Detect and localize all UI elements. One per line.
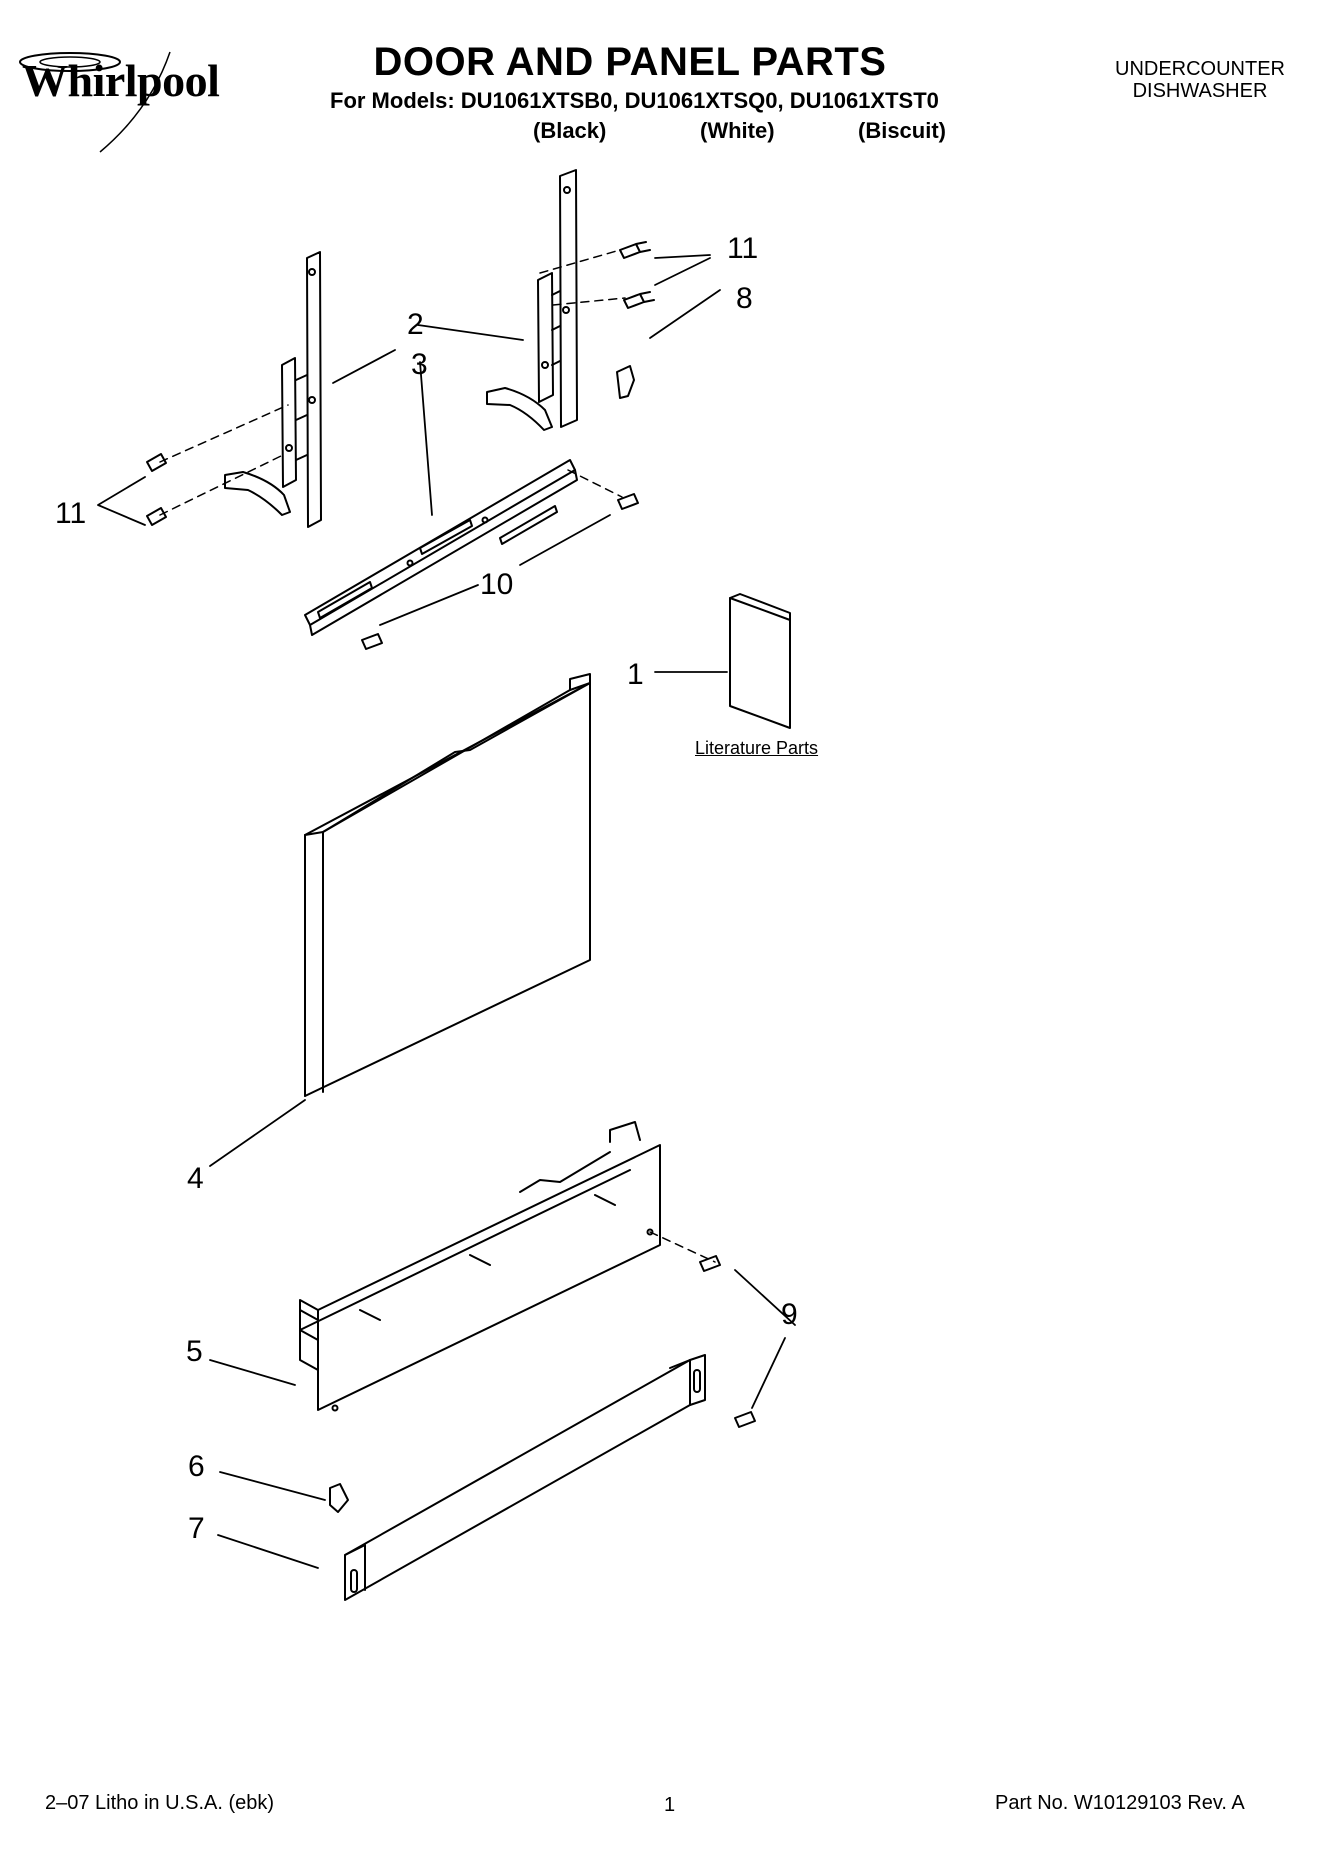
color-black: (Black) xyxy=(533,118,607,143)
right-hinge-bracket xyxy=(486,169,578,431)
callout-5: 5 xyxy=(186,1335,203,1368)
callout-6: 6 xyxy=(188,1450,205,1483)
page-title: DOOR AND PANEL PARTS xyxy=(373,40,887,84)
kick-plate xyxy=(344,1354,706,1601)
screws-11-lower xyxy=(146,453,167,526)
screws-9 xyxy=(699,1255,756,1428)
callout-9: 9 xyxy=(781,1298,798,1331)
callout-10: 10 xyxy=(480,568,514,601)
product-type: UNDERCOUNTER DISHWASHER xyxy=(1090,58,1310,102)
callout-11-upper: 11 xyxy=(727,232,759,265)
mounting-rail xyxy=(304,459,578,636)
product-line-1: UNDERCOUNTER xyxy=(1115,58,1285,80)
callout-4: 4 xyxy=(187,1162,204,1195)
callout-7: 7 xyxy=(188,1512,205,1545)
literature-booklet xyxy=(729,593,791,729)
callout-1: 1 xyxy=(627,658,644,691)
door-panel xyxy=(304,673,591,1097)
callout-2: 2 xyxy=(407,308,424,341)
callout-3: 3 xyxy=(411,348,428,381)
literature-parts-label: Literature Parts xyxy=(695,738,819,758)
color-white: (White) xyxy=(700,118,775,143)
footer-part-number: Part No. W10129103 Rev. A xyxy=(995,1792,1245,1814)
clip-6 xyxy=(329,1483,349,1513)
models-line: For Models: DU1061XTSB0, DU1061XTSQ0, DU… xyxy=(330,88,939,113)
leader-arrows xyxy=(97,254,796,1569)
callout-8: 8 xyxy=(736,282,753,315)
callout-11-lower: 11 xyxy=(55,497,87,530)
footer-litho: 2–07 Litho in U.S.A. (ebk) xyxy=(45,1792,275,1814)
color-biscuit: (Biscuit) xyxy=(858,118,946,143)
footer-page-number: 1 xyxy=(664,1794,676,1816)
screws-11-upper xyxy=(619,241,655,309)
toe-panel xyxy=(299,1121,661,1412)
clip-8 xyxy=(616,365,635,399)
screws-10 xyxy=(361,493,639,650)
left-hinge-bracket xyxy=(224,251,322,528)
alignment-lines xyxy=(159,249,716,1263)
product-line-2: DISHWASHER xyxy=(1132,80,1268,102)
